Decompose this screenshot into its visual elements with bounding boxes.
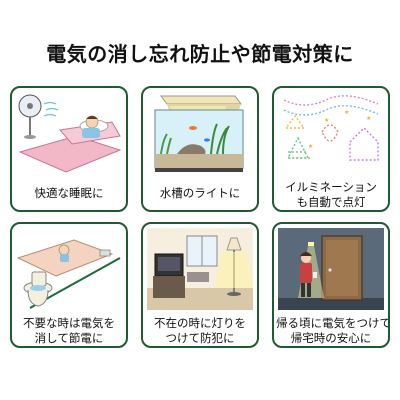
aquarium-illustration xyxy=(154,95,244,172)
room-lamp-illustration xyxy=(147,228,253,310)
door-entry-illustration xyxy=(278,228,384,310)
fan-bed-illustration xyxy=(18,94,122,173)
illumination-illustration: ★ ★ ★ ★ xyxy=(283,95,379,161)
card-caption: 快適な睡眠に xyxy=(34,186,104,200)
card-caption: 帰る頃に電気をつけて 帰宅時の安心に xyxy=(276,316,390,345)
toddler-toilet-illustration xyxy=(16,239,121,309)
card-crime-prevention: 不在の時に灯りを つけて防犯に xyxy=(141,222,259,348)
card-save-power: 不要な時は電気を 消して節電に xyxy=(10,222,128,348)
card-caption: 不要な時は電気を 消して節電に xyxy=(23,316,115,345)
card-caption: イルミネーション も自動で点灯 xyxy=(285,180,377,209)
svg-text:★: ★ xyxy=(308,143,313,150)
svg-text:★: ★ xyxy=(344,109,349,116)
page-title: 電気の消し忘れ防止や節電対策に xyxy=(46,42,354,66)
card-caption: 水槽のライトに xyxy=(159,186,241,200)
card-illumination: ★ ★ ★ ★ イルミネーション も自動で点灯 xyxy=(272,86,390,212)
card-aquarium-light: 水槽のライトに xyxy=(141,86,259,212)
card-caption: 不在の時に灯りを つけて防犯に xyxy=(154,316,246,345)
svg-text:★: ★ xyxy=(366,115,371,122)
svg-text:★: ★ xyxy=(324,117,329,124)
card-comfortable-sleep: 快適な睡眠に xyxy=(10,86,128,212)
card-safe-return: 帰る頃に電気をつけて 帰宅時の安心に xyxy=(272,222,390,348)
